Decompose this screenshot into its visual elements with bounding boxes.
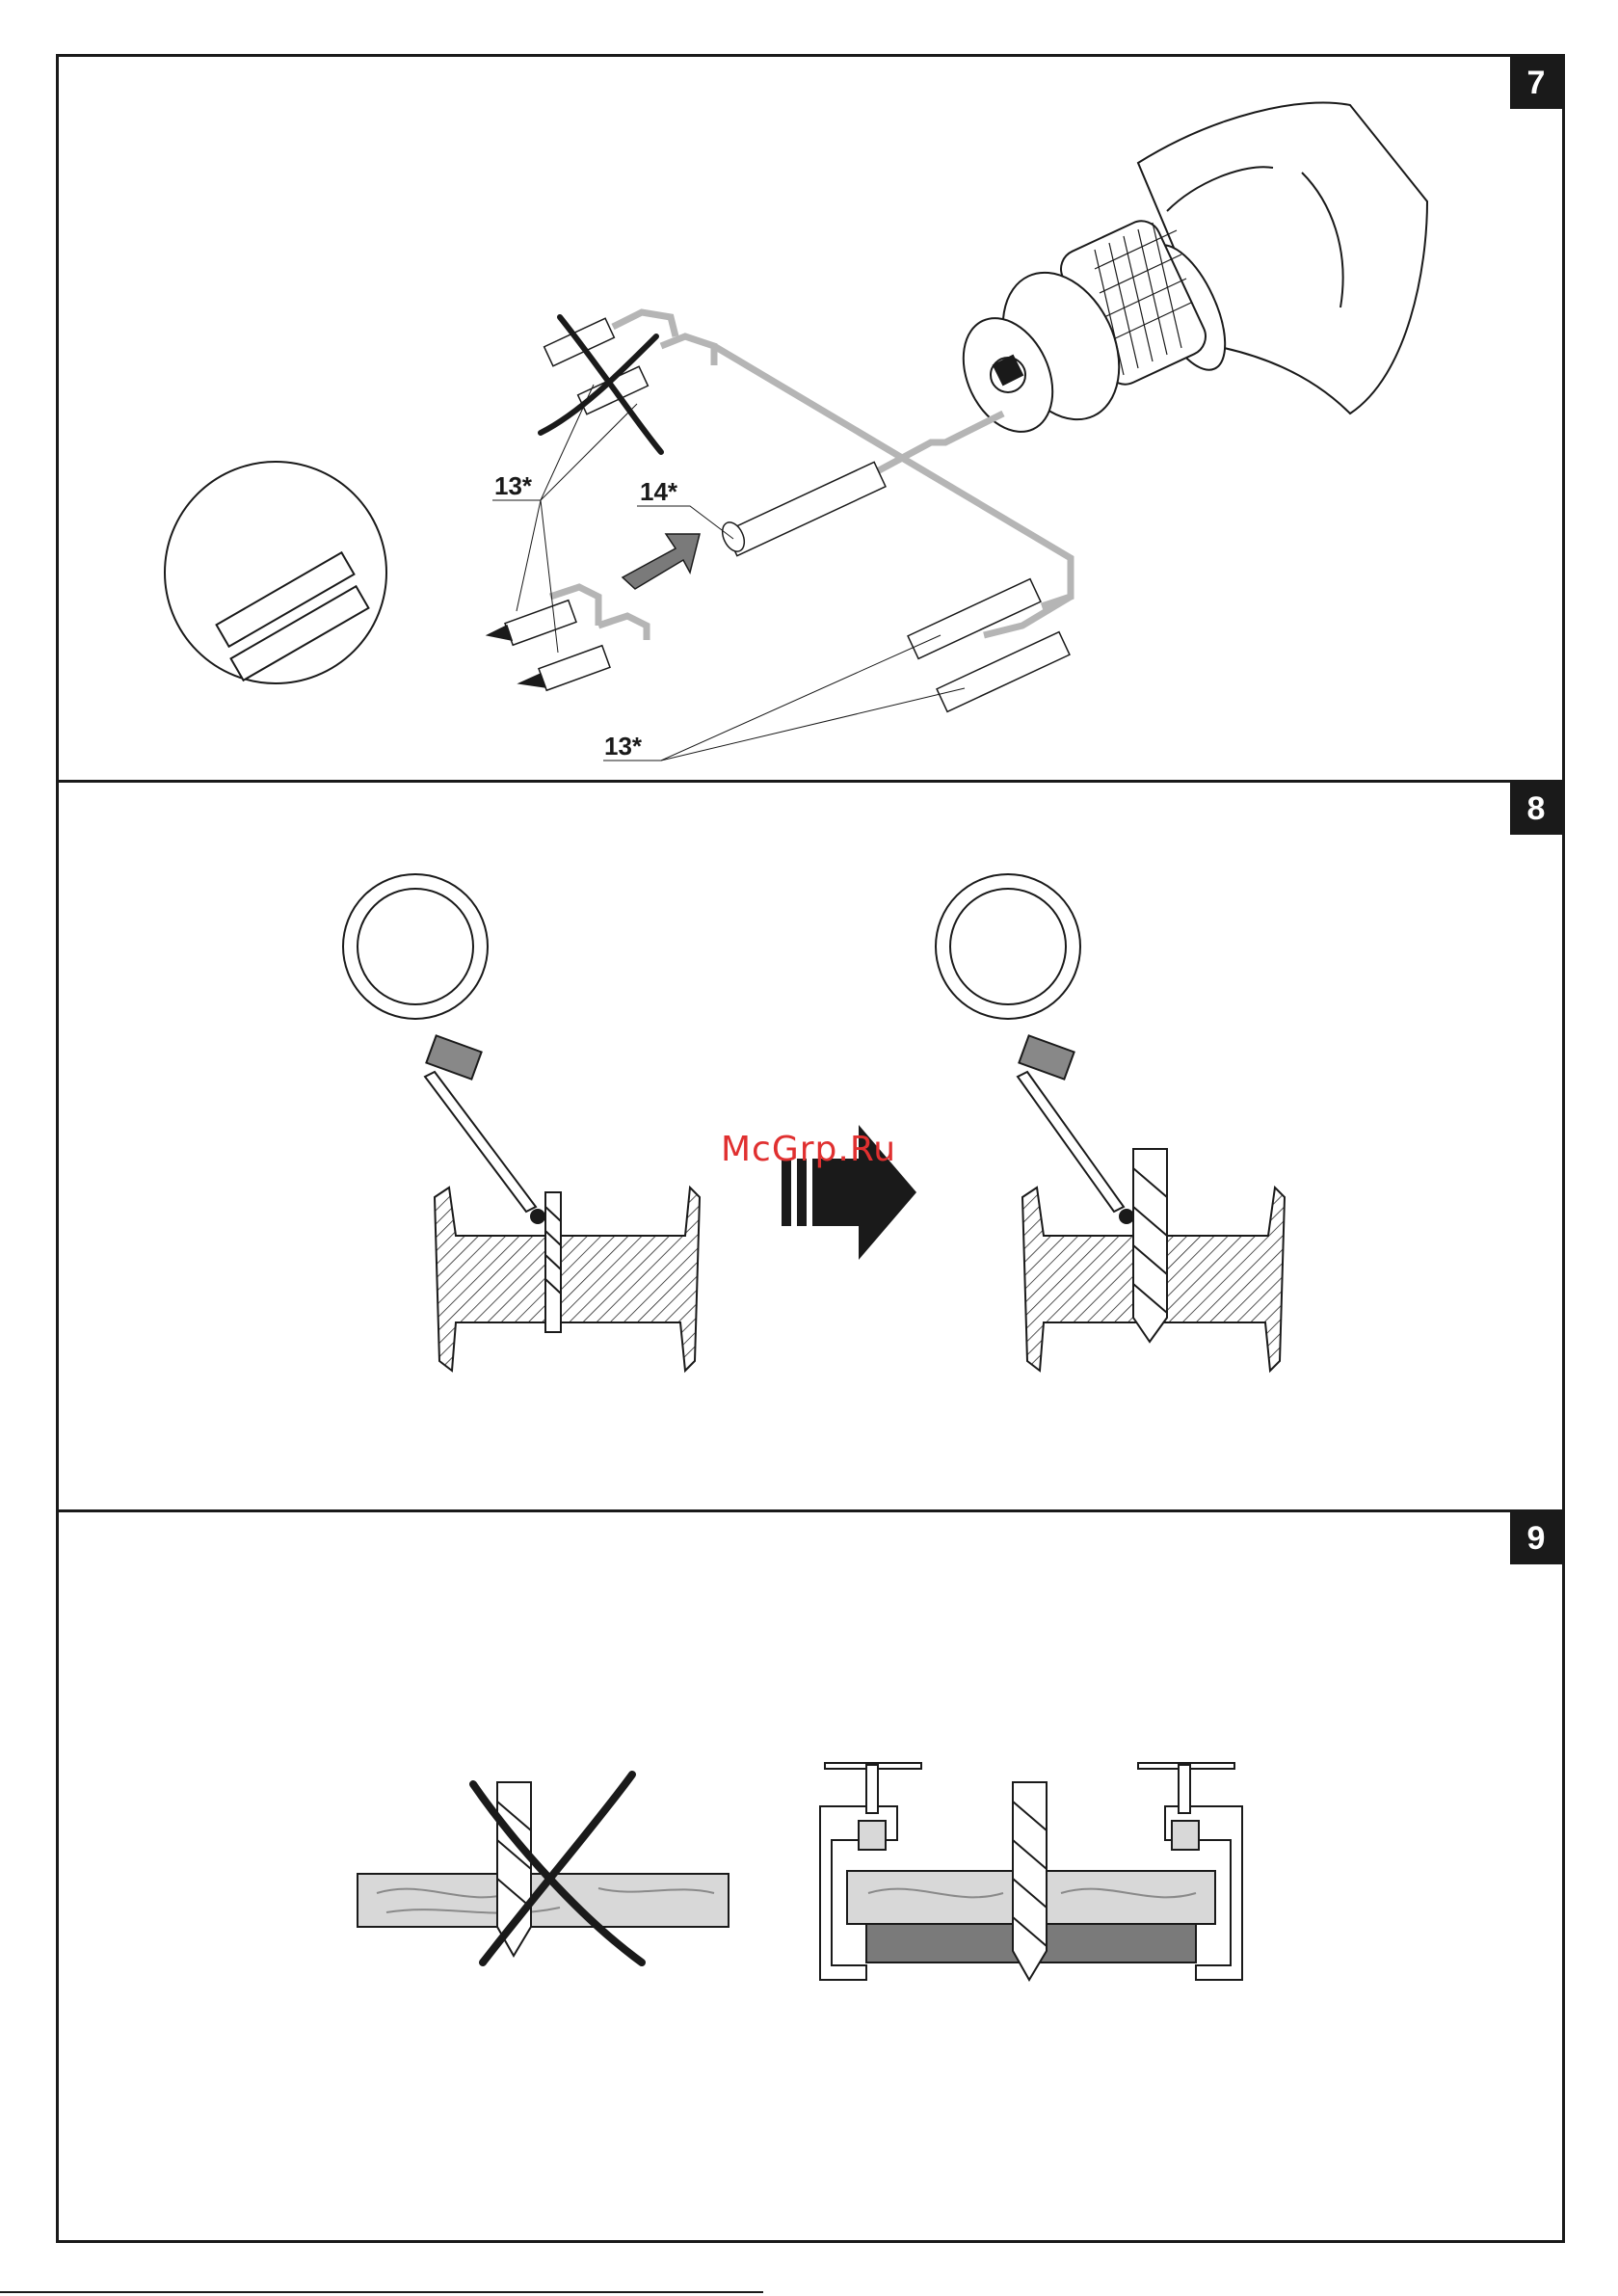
loose-bits-right — [908, 579, 1070, 712]
drill-bit-illustration: 13* 14* 13* — [59, 57, 1565, 783]
i-beam-icon — [435, 1188, 700, 1371]
clamping-illustration — [59, 1512, 1565, 2243]
figure-7-panel: 7 — [56, 54, 1565, 783]
drill-bit-clamped — [1013, 1782, 1047, 1980]
drill-bit-thin — [545, 1192, 561, 1332]
drill-icon — [946, 103, 1427, 446]
loose-bits — [488, 601, 610, 690]
bit-holder — [718, 462, 886, 555]
callout-14: 14* — [640, 477, 678, 506]
drill-bit-thick — [1133, 1149, 1167, 1342]
watermark-text: McGrp.Ru — [721, 1130, 896, 1169]
footer-rule — [0, 2291, 763, 2293]
callout-13-bottom: 13* — [604, 732, 643, 761]
bits-magnifier — [165, 462, 386, 683]
drill-bit-unclamped — [497, 1782, 531, 1956]
callout-13-top: 13* — [494, 471, 533, 500]
insert-arrow-icon — [623, 534, 700, 589]
oil-can-icon-right — [936, 874, 1133, 1223]
leader-lines — [492, 385, 965, 761]
oil-can-icon — [343, 874, 544, 1223]
figure-9-panel: 9 — [56, 1512, 1565, 2243]
